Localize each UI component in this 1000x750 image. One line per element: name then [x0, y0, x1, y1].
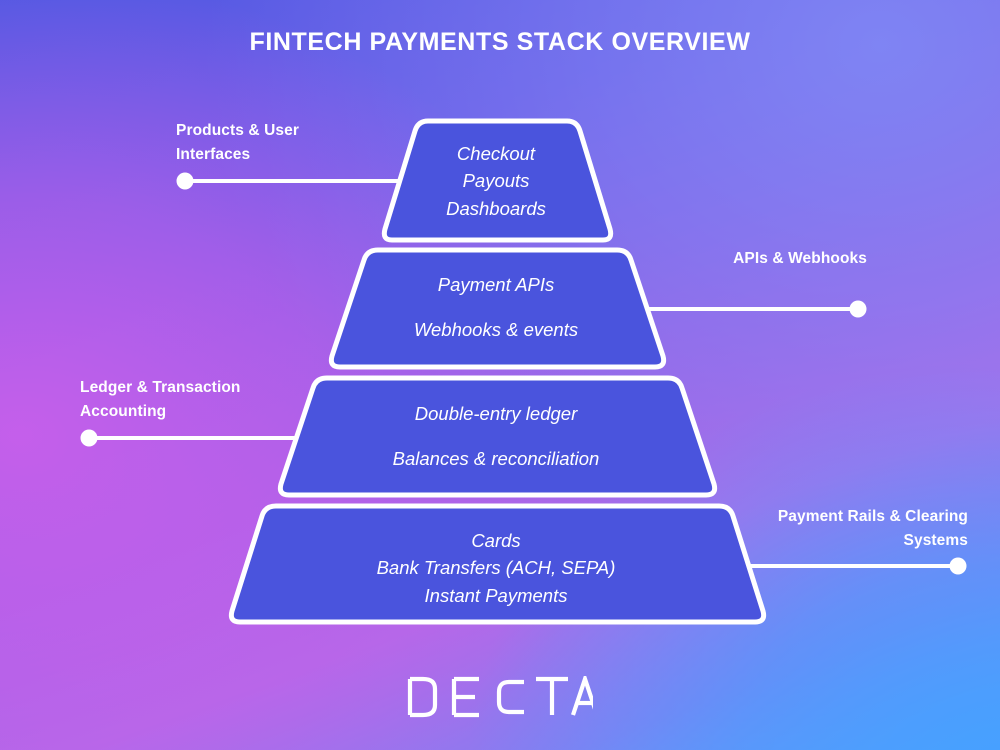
label-layer-4: Payment Rails & Clearing Systems	[638, 505, 968, 552]
label-layer-3: Ledger & Transaction Accounting	[80, 376, 370, 423]
label-layer-1-line-1: Products & User	[176, 122, 299, 139]
label-layer-3-line-2: Accounting	[80, 402, 167, 420]
decta-logo-mark	[407, 672, 599, 718]
label-layer-4-line-2: Systems	[903, 531, 968, 549]
label-layer-1-line-2: Interfaces	[176, 145, 251, 163]
label-layer-3-line-1: Ledger & Transaction	[80, 379, 241, 396]
connector-dot-layer-4	[949, 557, 967, 575]
connector-layer-3	[80, 429, 300, 447]
pyramid-layer-1[interactable]	[381, 118, 614, 243]
pyramid-layer-2[interactable]	[328, 247, 667, 370]
pyramid-layer-4[interactable]	[228, 503, 767, 625]
decta-logo	[0, 672, 1000, 723]
label-layer-2-line-1: APIs & Webhooks	[733, 250, 867, 267]
connector-dot-layer-3	[80, 429, 98, 447]
page-title: FINTECH PAYMENTS STACK OVERVIEW	[249, 28, 751, 56]
label-layer-4-line-1: Payment Rails & Clearing	[777, 508, 968, 525]
pyramid-layer-3[interactable]	[277, 375, 718, 498]
label-layer-2: APIs & Webhooks	[567, 247, 867, 271]
connector-layer-2	[645, 300, 867, 318]
connector-layer-1	[176, 172, 398, 190]
label-layer-1: Products & User Interfaces	[176, 119, 436, 166]
connector-dot-layer-1	[176, 172, 194, 190]
connector-dot-layer-2	[849, 300, 867, 318]
connector-layer-4	[748, 557, 967, 575]
